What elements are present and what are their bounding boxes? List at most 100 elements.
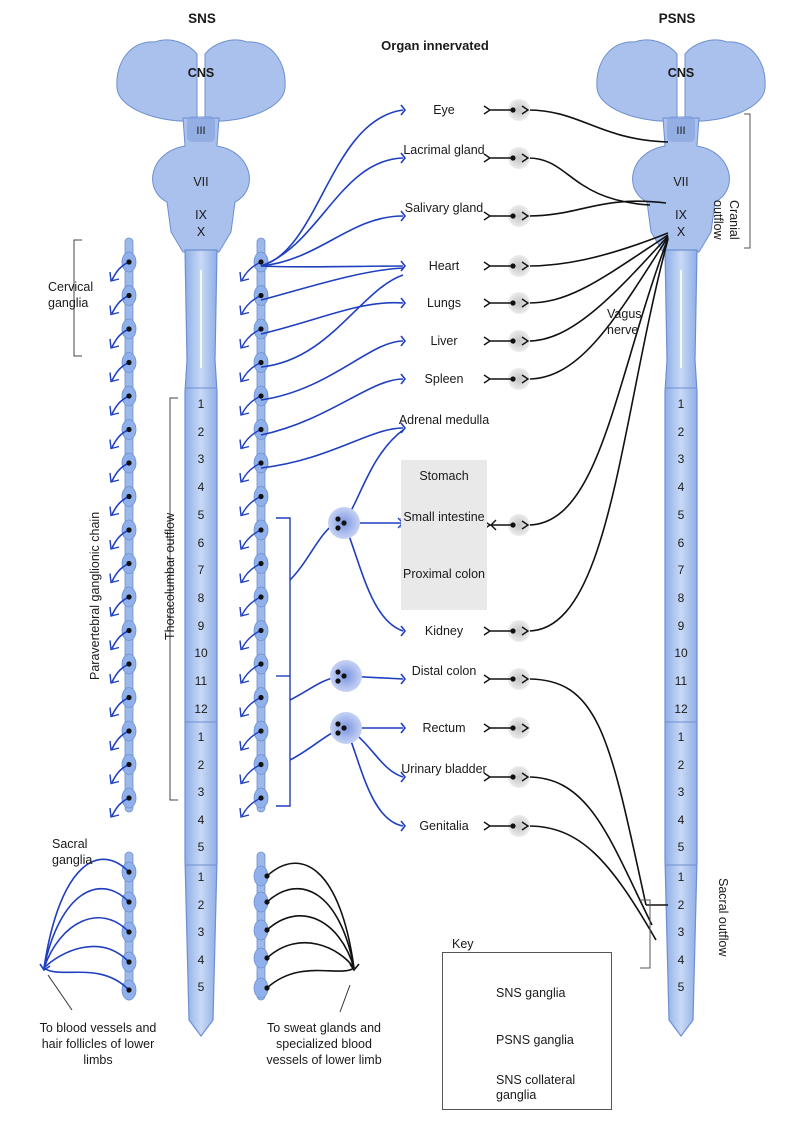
organ-label: Heart	[397, 258, 491, 274]
psns-lumbar-5: 5	[670, 840, 692, 854]
celiac-to-adrenal	[344, 430, 403, 523]
cranial-outflow-bracket	[744, 114, 750, 248]
psns-nerve-iii: III	[667, 124, 695, 139]
sns-title: SNS	[178, 11, 226, 26]
organ-label: Proximal colon	[397, 566, 491, 582]
sacral-ganglia-label: Sacral ganglia	[52, 836, 112, 868]
right-sacral-synapse	[264, 955, 269, 960]
right-chain-synapse	[258, 561, 263, 566]
right-chain-synapse	[258, 259, 263, 264]
right-chain-synapse	[258, 594, 263, 599]
lower-left-caption: To blood vessels and hair follicles of l…	[38, 1020, 158, 1068]
organ-label: Eye	[397, 102, 491, 118]
organ-label: Stomach	[397, 468, 491, 484]
psns-cns-label: CNS	[661, 66, 701, 81]
right-sacral-limb-fiber	[267, 863, 354, 968]
left-sacral-synapse	[126, 869, 131, 874]
psns-thoracic-2: 2	[670, 425, 692, 439]
psns-thoracic-9: 9	[670, 619, 692, 633]
left-chain-synapse	[126, 661, 131, 666]
sns-sacral-1: 1	[190, 870, 212, 884]
psns-thoracic-8: 8	[670, 591, 692, 605]
left-chain-synapse	[126, 561, 131, 566]
right-paravertebral-chain	[254, 238, 268, 812]
right-chain-synapse	[258, 293, 263, 298]
right-sacral-synapse	[264, 927, 269, 932]
nerve-fibers	[44, 110, 750, 990]
left-sacral-limb-fiber	[44, 918, 129, 968]
psns-synapse	[510, 823, 515, 828]
right-chain-synapse	[258, 695, 263, 700]
psns-synapse	[510, 263, 515, 268]
left-paravertebral-chain	[122, 238, 136, 812]
psns-thoracic-4: 4	[670, 480, 692, 494]
eye-sns-fiber	[261, 110, 403, 266]
organ-label: Urinary bladder	[397, 761, 491, 777]
left-sacral-synapse	[126, 987, 131, 992]
psns-thoracic-11: 11	[670, 674, 692, 688]
sns-nerve-ix: IX	[186, 208, 216, 223]
sns-cns-label: CNS	[181, 66, 221, 81]
vagus-nerve-label: Vagus nerve	[607, 306, 653, 338]
salivary-psns-fiber	[528, 201, 666, 216]
psns-synapse	[510, 338, 515, 343]
organ-label: Distal colon	[397, 663, 491, 679]
organ-label: Adrenal medulla	[397, 412, 491, 428]
sns-nerve-x: X	[186, 225, 216, 240]
sns-lumbar-4: 4	[190, 813, 212, 827]
collateral-synapse	[335, 525, 340, 530]
legend-label-psns-ganglia: PSNS ganglia	[496, 1033, 574, 1048]
cranial-outflow-label: Cranial outflow	[710, 200, 742, 276]
sns-spinal-cord	[185, 250, 217, 1036]
psns-sacral-3: 3	[670, 925, 692, 939]
organ-label: Liver	[397, 333, 491, 349]
right-chain-synapse	[258, 628, 263, 633]
legend-title: Key	[452, 937, 474, 952]
left-chain-synapse	[126, 594, 131, 599]
psns-thoracic-6: 6	[670, 536, 692, 550]
psns-sacral-1: 1	[670, 870, 692, 884]
sns-lumbar-5: 5	[190, 840, 212, 854]
heart-sns-fiber-3	[261, 275, 403, 367]
organ-label: Genitalia	[397, 818, 491, 834]
psns-lumbar-3: 3	[670, 785, 692, 799]
genitalia-sacral-fiber	[528, 826, 656, 940]
right-sacral-limb-fiber	[267, 943, 354, 968]
sns-sacral-3: 3	[190, 925, 212, 939]
psns-synapse	[510, 774, 515, 779]
organ-label: Kidney	[397, 623, 491, 639]
organ-label: Small intestine	[397, 509, 491, 525]
psns-lumbar-4: 4	[670, 813, 692, 827]
legend-label-sns-collateral: SNS collateral ganglia	[496, 1073, 596, 1103]
distal-colon-sacral-fiber	[528, 679, 646, 905]
lacrimal-sns-fiber	[261, 158, 403, 266]
right-sacral-limb-fiber	[267, 889, 354, 968]
organ-label: Lungs	[397, 295, 491, 311]
adrenal-sns-fiber	[261, 428, 403, 468]
cervical-ganglia-label: Cervical ganglia	[48, 279, 128, 311]
psns-thoracic-10: 10	[670, 646, 692, 660]
right-chain-synapse	[258, 460, 263, 465]
psns-synapse	[510, 725, 515, 730]
right-sacral-limb-fiber	[267, 968, 354, 988]
left-chain-synapse	[126, 695, 131, 700]
lungs-sns-fiber	[261, 303, 403, 334]
sns-lumbar-3: 3	[190, 785, 212, 799]
psns-nerve-ix: IX	[666, 208, 696, 223]
sns-thoracic-2: 2	[190, 425, 212, 439]
psns-synapse	[510, 628, 515, 633]
left-sacral-synapse	[126, 959, 131, 964]
right-chain-synapse	[258, 494, 263, 499]
right-chain-synapse	[258, 427, 263, 432]
collateral-synapse	[335, 669, 340, 674]
left-chain-synapse	[126, 460, 131, 465]
collateral-synapse	[341, 520, 346, 525]
left-chain-synapse	[126, 360, 131, 365]
psns-spinal-cord	[665, 250, 697, 1036]
sns-thoracic-12: 12	[190, 702, 212, 716]
psns-title: PSNS	[648, 11, 706, 26]
left-chain-synapse	[126, 427, 131, 432]
collateral-synapse	[335, 721, 340, 726]
right-chain-synapse	[258, 393, 263, 398]
